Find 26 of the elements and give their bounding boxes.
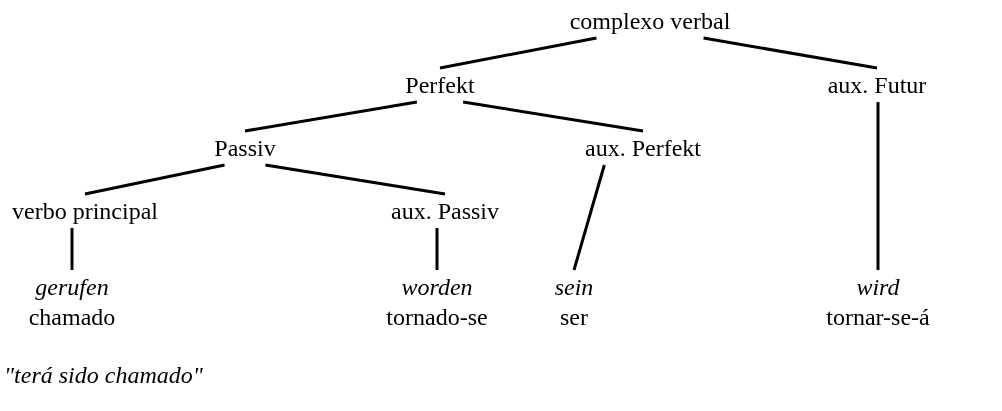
gloss-note: "terá sido chamado" [4, 361, 203, 390]
node-label: Passiv [214, 134, 276, 163]
tree-line [703, 36, 878, 70]
node-label: aux. Perfekt [585, 134, 701, 163]
translation: chamado [28, 303, 116, 332]
german-word: wird [856, 273, 900, 302]
german-word: gerufen [35, 273, 109, 302]
node-label: aux. Passiv [391, 197, 499, 226]
translation: ser [560, 303, 588, 332]
tree-line [572, 164, 606, 271]
tree-line [84, 163, 225, 196]
tree-line [244, 100, 418, 133]
node-label: verbo principal [12, 197, 158, 226]
tree-line [462, 100, 644, 133]
german-word: sein [554, 273, 594, 302]
german-word: worden [401, 273, 473, 302]
tree-line [439, 36, 597, 70]
translation: tornado-se [386, 303, 488, 332]
tree-line [265, 163, 446, 196]
node-label: aux. Futur [827, 71, 927, 100]
node-label: Perfekt [405, 71, 475, 100]
node-label: complexo verbal [569, 7, 731, 36]
tree-line [435, 228, 439, 270]
tree-line [70, 228, 74, 270]
tree-line [876, 102, 880, 270]
translation: tornar-se-á [826, 303, 930, 332]
